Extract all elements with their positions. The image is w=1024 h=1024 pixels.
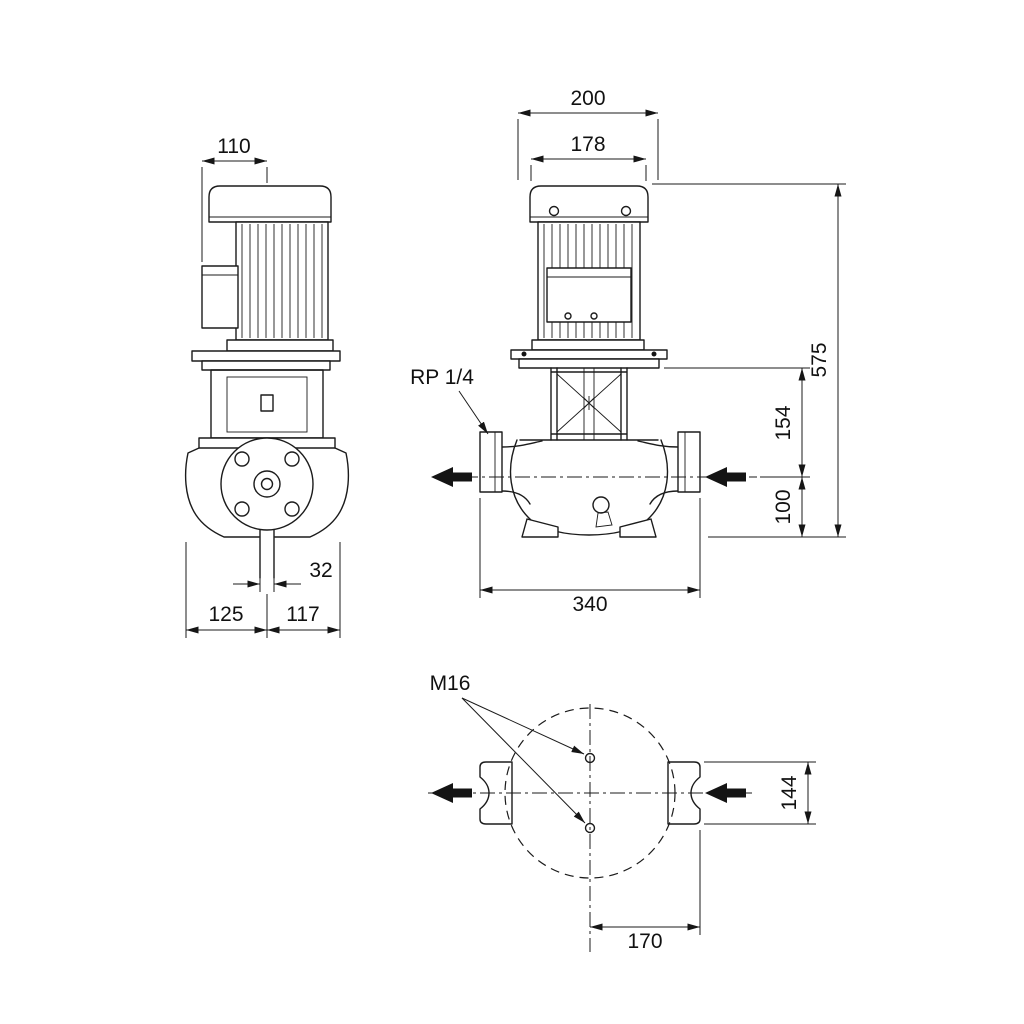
discharge-flange (677, 431, 701, 493)
dim-178: 178 (530, 133, 647, 181)
dim-32: 32 (233, 559, 333, 592)
suction-flange-face (220, 437, 314, 531)
dim-110: 110 (201, 135, 268, 262)
stool-bolt (651, 351, 657, 357)
dim-label-575: 575 (808, 342, 831, 377)
stool-lower-plate (518, 358, 660, 369)
lifting-eye (620, 205, 632, 217)
discharge-flange-plan (667, 761, 701, 825)
lantern-frame (550, 367, 628, 441)
extension-lines (259, 574, 275, 592)
flange-bolt-hole (234, 451, 250, 467)
dim-label-144: 144 (778, 775, 801, 810)
stool-top-plate (191, 350, 341, 362)
motor-foot (531, 339, 645, 351)
dim-125-117: 125 117 (185, 542, 341, 638)
dim-label-110: 110 (217, 135, 250, 158)
dim-label-178: 178 (570, 133, 605, 156)
extension-lines (201, 167, 268, 262)
casing-bolt-hole (584, 822, 596, 834)
lifting-eye (548, 205, 560, 217)
port-thread-callout: RP 1/4 (410, 366, 489, 435)
dim-label-125: 125 (208, 603, 243, 626)
dim-label-200: 200 (570, 87, 605, 110)
discharge-pipe (637, 440, 679, 505)
flow-arrow-icon (431, 783, 472, 803)
flow-arrow-icon (705, 467, 746, 487)
bolt-size-label: M16 (430, 672, 471, 695)
cable-gland (564, 312, 572, 320)
stool-lower-plate (201, 360, 331, 371)
side-view-dimensions: 110 32 125 117 (185, 135, 341, 638)
volute-right-outline (274, 447, 350, 538)
leader-line (461, 697, 586, 824)
suction-pipe (501, 440, 543, 505)
lantern-bracing (556, 368, 622, 440)
pump-foot (619, 518, 657, 538)
plan-view (428, 704, 752, 952)
extension-lines (479, 498, 701, 598)
leader-line (461, 697, 585, 755)
motor-fins (241, 224, 323, 338)
flow-arrow-icon (431, 467, 472, 487)
dim-label-32: 32 (309, 559, 332, 582)
dim-154: 154 (664, 367, 810, 477)
pump-foot (521, 518, 559, 538)
flange-bolt-hole (284, 451, 300, 467)
flange-bolt-hole (234, 501, 250, 517)
dim-170: 170 (590, 830, 701, 953)
leader-line (458, 390, 489, 435)
volute-left-outline (184, 447, 260, 538)
motor-cap (208, 185, 332, 223)
motor-foot (226, 339, 334, 352)
flow-arrow-icon (705, 783, 746, 803)
dim-label-154: 154 (772, 405, 795, 440)
dim-label-170: 170 (627, 930, 662, 953)
dim-label-117: 117 (286, 603, 319, 626)
stool-bolt (521, 351, 527, 357)
motor-cap (529, 185, 649, 223)
port-pipe (259, 529, 275, 579)
dim-575: 575 (652, 183, 846, 538)
terminal-box (546, 267, 632, 323)
coupling-block (260, 394, 274, 412)
extension-lines (652, 183, 846, 538)
front-view (431, 185, 757, 538)
cable-gland (590, 312, 598, 320)
front-view-dimensions: 200 178 575 154 100 340 RP 1/4 (410, 87, 846, 616)
extension-lines (517, 119, 659, 180)
dim-100: 100 (760, 476, 810, 537)
extension-lines (530, 165, 647, 181)
port-thread-label: RP 1/4 (410, 366, 474, 389)
drain-tag (595, 511, 613, 528)
bolt-size-callout: M16 (430, 672, 586, 824)
flange-hub (253, 470, 281, 498)
stool-top-plate (510, 349, 668, 360)
dim-label-340: 340 (572, 593, 607, 616)
lantern-window (226, 376, 308, 433)
plan-view-dimensions: M16 144 170 (430, 672, 816, 953)
volute-body (509, 439, 669, 536)
suction-flange-plan (479, 761, 513, 825)
extension-lines (704, 761, 816, 825)
side-view (184, 185, 350, 579)
dim-340: 340 (479, 498, 701, 616)
flange-bolt-hole (284, 501, 300, 517)
drain-plug (592, 496, 610, 514)
suction-flange (479, 431, 503, 493)
casing-bolt-hole (584, 752, 596, 764)
dim-label-100: 100 (772, 489, 795, 524)
terminal-box (201, 265, 239, 329)
dim-200: 200 (517, 87, 659, 180)
dim-144: 144 (704, 761, 816, 825)
flange-hub-bore (260, 477, 274, 491)
